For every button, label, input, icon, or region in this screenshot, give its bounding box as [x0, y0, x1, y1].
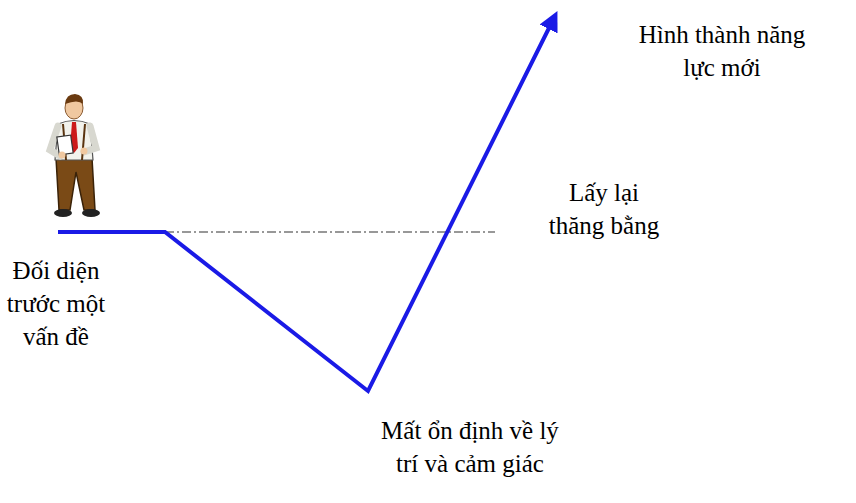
shoe: [82, 209, 100, 217]
shoe: [54, 209, 72, 217]
hand: [81, 148, 88, 155]
suspender: [82, 124, 85, 160]
clipboard: [57, 135, 73, 155]
stage-label: Đối diện trước một vấn đề: [7, 254, 105, 353]
person-figure: [50, 94, 100, 217]
hair: [65, 94, 83, 104]
hand: [59, 152, 66, 159]
progress-line: [58, 20, 553, 391]
stage-label: Hình thành năng lực mới: [639, 18, 806, 84]
stage-label: Mất ổn định về lý trí và cảm giác: [381, 414, 559, 480]
trousers: [56, 158, 95, 210]
stage-label: Lấy lại thăng bằng: [549, 176, 659, 242]
